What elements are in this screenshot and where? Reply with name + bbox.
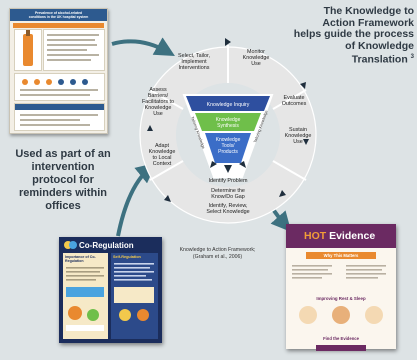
knowledge-inquiry-label: Knowledge Inquiry [207,102,250,108]
text-lines-graphic [15,104,104,126]
title-text: Translation [351,53,408,66]
usage-caption: Used as part of an intervention protocol… [10,148,116,213]
identify-problem-label: Identify Problem [209,178,248,184]
title-line: Translation 3 [290,52,414,66]
citation-line: Knowledge to Action Framework; [179,247,256,253]
people-icons-graphic [20,79,98,96]
importance-panel: Importance of Co-Regulation [63,253,108,339]
poster-text-block [43,29,105,71]
bottle-icon [23,30,33,66]
poster-chart-block [14,73,105,101]
poster-title-line: Prevalence of alcohol-related [34,11,83,15]
cycle-arrow-icon [303,139,309,145]
hot-evidence-title: HOT Evidence [304,230,375,242]
caption-line: intervention [31,161,95,173]
knowledge-inquiry-band [186,96,270,111]
text-lines-graphic [47,34,99,61]
title-line: of Knowledge [345,39,414,52]
title-line: Action Framework [322,16,414,29]
citation-line: (Graham et al., 2006) [192,254,243,260]
cycle-arrow-icon [164,195,171,202]
self-regulation-heading: Self-Regulation [113,255,141,259]
self-regulation-panel: Self-Regulation [111,253,158,339]
poster-banner [13,23,104,28]
arrow-to-adapt-knowledge [116,162,157,237]
rest-sleep-heading: Improving Rest & Sleep [316,296,366,301]
reference-superscript: 3 [410,54,414,60]
arrow-to-select-interventions [111,37,175,56]
cycle-arrow-icon [279,190,286,197]
poster-footer-block [14,103,105,131]
title-line: helps guide the process [293,28,414,40]
cycle-arrow-icon [300,82,306,89]
text-lines-graphic [66,267,104,331]
arrow-icon [224,165,232,173]
arrow-icon [239,161,246,168]
funnel-output-arrows [210,161,246,173]
importance-heading: Importance of Co-Regulation [65,255,96,263]
cycle-arrows [147,38,309,202]
cycle-arrow-icon [225,38,231,46]
sleep-icons-graphic [299,306,383,324]
evidence-word: Evidence [326,230,376,242]
knowledge-tools-band [205,133,251,163]
find-evidence-heading: Find the Evidence [323,336,359,341]
knowledge-synthesis-band [195,113,261,131]
framework-citation: Knowledge to Action Framework; (Graham e… [165,247,270,261]
cycle-arrow-icon [147,125,153,131]
poster-title-line: conditions in the UK hospital system [28,15,89,19]
co-regulation-title: Co-Regulation [79,241,134,250]
co-regulation-poster: Co-Regulation Importance of Co-Regulatio… [59,237,162,343]
caption-line: reminders within [18,187,108,199]
hot-evidence-poster: HOT Evidence Why This Matters Improving … [286,224,396,351]
framework-title: The Knowledge to Action Framework helps … [290,5,414,66]
caption-line: protocol for [32,174,94,186]
text-lines-graphic [292,265,386,279]
poster-bottle-graphic [14,29,42,71]
footer-logo-graphic [316,345,366,351]
arrow-icon [210,161,217,168]
text-lines-graphic [114,263,154,321]
select-knowledge-label: Identify, Review,Select Knowledge [206,203,249,215]
poster-title: Prevalence of alcohol-related conditions… [10,9,107,21]
hot-evidence-header: HOT Evidence [286,224,396,248]
caption-line: Used as part of an [15,148,111,160]
alcohol-prevalence-poster: Prevalence of alcohol-related conditions… [9,8,108,134]
why-matters-heading: Why This Matters [306,252,376,259]
title-line: The Knowledge to [323,5,414,17]
co-regulation-logo-icon [64,241,77,249]
hot-word: HOT [304,230,327,242]
caption-line: offices [45,200,81,212]
